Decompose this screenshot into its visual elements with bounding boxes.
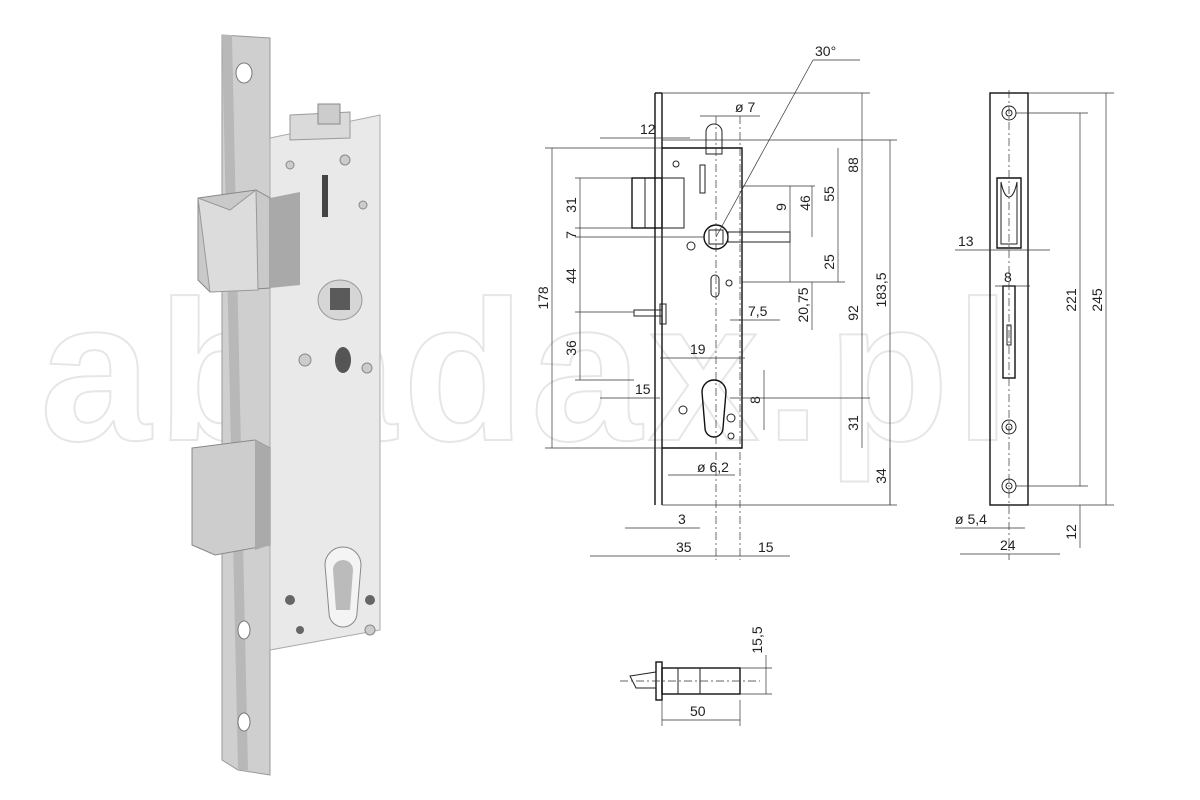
svg-text:178: 178 xyxy=(535,286,551,310)
svg-text:ø 7: ø 7 xyxy=(735,99,755,115)
svg-text:15,5: 15,5 xyxy=(749,626,765,653)
svg-text:15: 15 xyxy=(758,539,774,555)
svg-text:9: 9 xyxy=(773,203,789,211)
svg-text:13: 13 xyxy=(958,233,974,249)
svg-text:35: 35 xyxy=(676,539,692,555)
front-view xyxy=(631,92,791,560)
svg-text:34: 34 xyxy=(873,468,889,484)
svg-text:55: 55 xyxy=(821,186,837,202)
svg-text:ø 6,2: ø 6,2 xyxy=(697,459,729,475)
svg-text:24: 24 xyxy=(1000,537,1016,553)
angle-label: 30° xyxy=(815,43,836,59)
lock-illustration xyxy=(191,34,381,776)
svg-text:31: 31 xyxy=(845,415,861,431)
bottom-view xyxy=(620,661,760,701)
svg-text:36: 36 xyxy=(563,340,579,356)
svg-text:44: 44 xyxy=(563,268,579,284)
svg-text:25: 25 xyxy=(821,254,837,270)
svg-text:50: 50 xyxy=(690,703,706,719)
svg-text:92: 92 xyxy=(845,305,861,321)
svg-text:19: 19 xyxy=(690,341,706,357)
svg-text:183,5: 183,5 xyxy=(873,272,889,307)
svg-text:ø 5,4: ø 5,4 xyxy=(955,511,987,527)
svg-text:7,5: 7,5 xyxy=(748,303,768,319)
svg-text:20,75: 20,75 xyxy=(795,287,811,322)
side-view-dimensions: 13 8 221 245 12 ø 5,4 24 xyxy=(955,92,1114,555)
svg-text:15: 15 xyxy=(635,381,651,397)
watermark: abadax.pl xyxy=(40,260,1017,483)
svg-text:221: 221 xyxy=(1063,288,1079,312)
svg-text:31: 31 xyxy=(563,197,579,213)
svg-text:245: 245 xyxy=(1089,288,1105,312)
svg-text:46: 46 xyxy=(797,195,813,211)
bottom-view-dimensions: 15,5 50 xyxy=(661,626,772,726)
svg-text:7: 7 xyxy=(563,231,579,239)
svg-text:88: 88 xyxy=(845,157,861,173)
svg-text:12: 12 xyxy=(640,121,656,137)
front-view-dimensions: 30° ø 7 12 178 31 7 44 36 15 9 46 55 xyxy=(535,43,897,557)
svg-text:8: 8 xyxy=(747,396,763,404)
svg-text:8: 8 xyxy=(1004,269,1012,285)
svg-text:3: 3 xyxy=(678,511,686,527)
svg-text:12: 12 xyxy=(1063,524,1079,540)
